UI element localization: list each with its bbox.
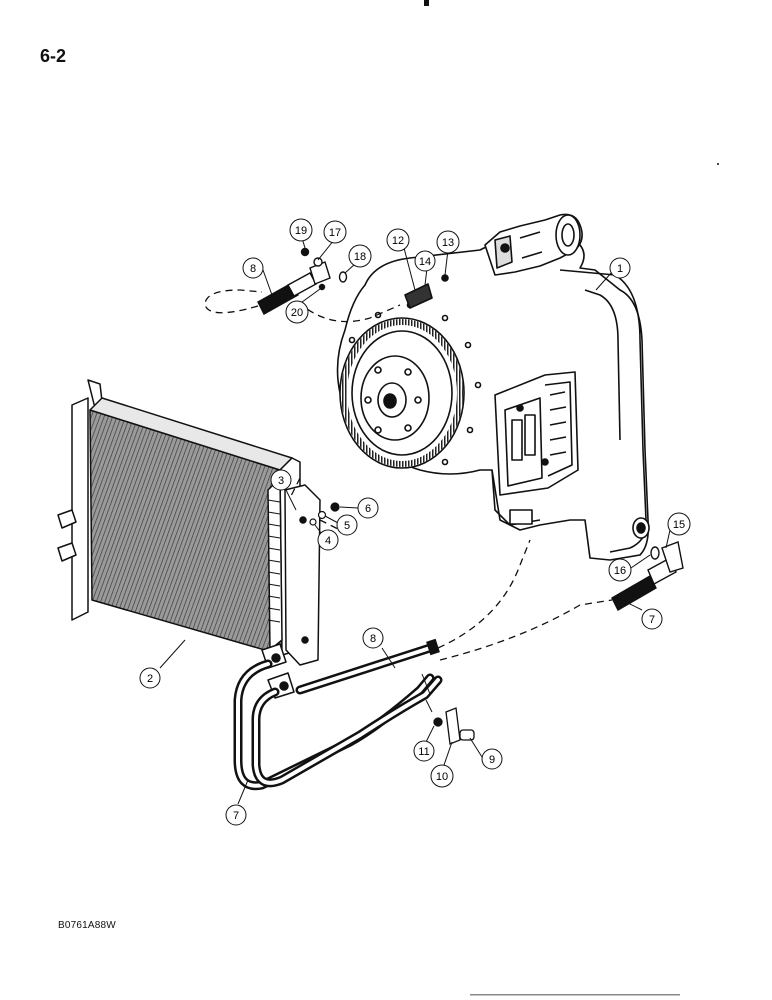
upper-fittings bbox=[257, 247, 348, 315]
callout-12: 12 bbox=[386, 228, 410, 252]
svg-text:7: 7 bbox=[233, 810, 239, 822]
svg-text:8: 8 bbox=[250, 263, 256, 275]
callout-4: 4 bbox=[317, 529, 339, 551]
callout-8-upper: 8 bbox=[242, 257, 264, 279]
svg-text:1: 1 bbox=[617, 263, 623, 275]
callout-9: 9 bbox=[481, 748, 503, 770]
svg-text:2: 2 bbox=[147, 673, 153, 685]
callout-14: 14 bbox=[414, 250, 436, 272]
hoses bbox=[233, 638, 443, 791]
svg-text:3: 3 bbox=[278, 475, 284, 487]
callout-10: 10 bbox=[430, 764, 454, 788]
side-fittings bbox=[611, 541, 684, 611]
callout-16: 16 bbox=[608, 558, 632, 582]
callout-7-lower: 7 bbox=[225, 804, 247, 826]
callout-2: 2 bbox=[139, 667, 161, 689]
callout-3: 3 bbox=[270, 469, 292, 491]
callout-20: 20 bbox=[285, 300, 309, 324]
svg-text:14: 14 bbox=[419, 256, 431, 268]
svg-text:18: 18 bbox=[354, 251, 366, 263]
svg-text:7: 7 bbox=[649, 614, 655, 626]
oil-cooler bbox=[57, 379, 321, 699]
svg-text:15: 15 bbox=[673, 519, 685, 531]
callout-11: 11 bbox=[413, 740, 435, 762]
svg-text:6: 6 bbox=[365, 503, 371, 515]
callout-19: 19 bbox=[289, 218, 313, 242]
callout-13: 13 bbox=[436, 230, 460, 254]
callout-5: 5 bbox=[336, 514, 358, 536]
svg-text:12: 12 bbox=[392, 235, 404, 247]
svg-text:20: 20 bbox=[291, 307, 303, 319]
callout-7-right: 7 bbox=[641, 608, 663, 630]
callout-15: 15 bbox=[667, 512, 691, 536]
callout-1: 1 bbox=[609, 257, 631, 279]
svg-text:19: 19 bbox=[295, 225, 307, 237]
svg-text:5: 5 bbox=[344, 520, 350, 532]
callout-17: 17 bbox=[323, 220, 347, 244]
clip-hardware bbox=[433, 707, 475, 745]
page-number: 6-2 bbox=[40, 46, 67, 66]
svg-text:17: 17 bbox=[329, 227, 341, 239]
svg-text:8: 8 bbox=[370, 633, 376, 645]
bracket-hardware bbox=[309, 502, 340, 526]
callout-18: 18 bbox=[348, 244, 372, 268]
callout-6: 6 bbox=[357, 497, 379, 519]
svg-text:16: 16 bbox=[614, 565, 626, 577]
scan-marks bbox=[424, 0, 719, 996]
svg-text:4: 4 bbox=[325, 535, 331, 547]
figure-code: B0761A88W bbox=[58, 920, 116, 931]
svg-text:9: 9 bbox=[489, 754, 495, 766]
transmission bbox=[336, 213, 650, 561]
callout-8-lower: 8 bbox=[362, 627, 384, 649]
svg-text:11: 11 bbox=[418, 746, 429, 758]
routing-lines bbox=[204, 289, 613, 661]
svg-text:10: 10 bbox=[436, 771, 448, 783]
svg-text:13: 13 bbox=[442, 237, 454, 249]
